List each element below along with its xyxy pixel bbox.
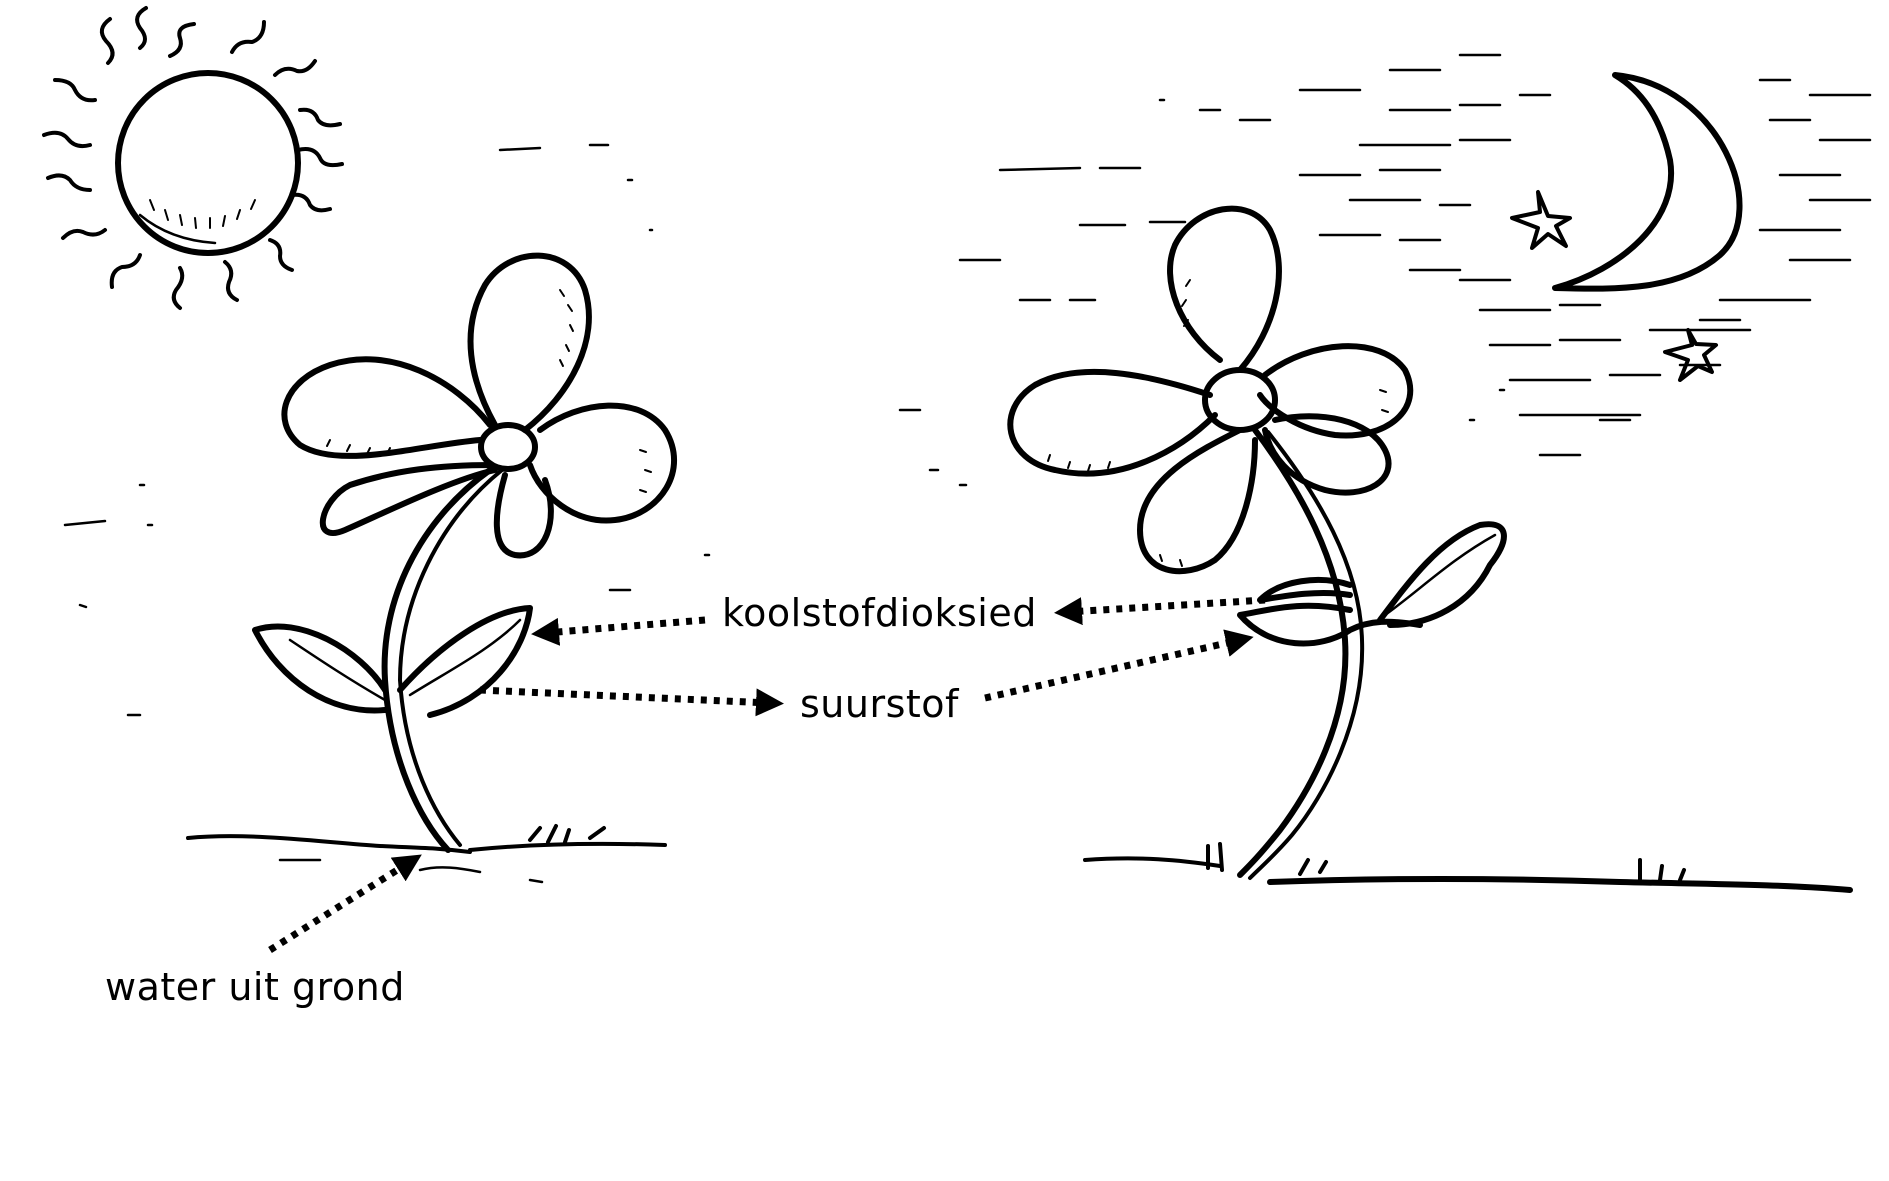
arrow-water-from-ground xyxy=(268,854,422,953)
sky-dashes-night xyxy=(898,53,1872,487)
arrow-oxygen-to-night-leaf xyxy=(984,629,1254,702)
arrow-co2-to-day-leaf xyxy=(531,616,706,646)
arrow-co2-from-night-leaf xyxy=(1054,596,1266,626)
star-icon xyxy=(1663,328,1718,382)
arrow-oxygen-from-day-leaf xyxy=(479,686,784,717)
sky-dashes-day xyxy=(63,143,711,717)
day-flower xyxy=(186,252,678,884)
label-water-uit-grond: water uit grond xyxy=(105,965,405,1009)
label-suurstof: suurstof xyxy=(800,682,960,726)
star-icon xyxy=(1510,190,1572,250)
night-flower xyxy=(1007,205,1853,893)
sun-icon xyxy=(42,6,344,310)
label-koolstofdioksied: koolstofdioksied xyxy=(722,591,1037,635)
moon-icon xyxy=(1552,72,1743,292)
